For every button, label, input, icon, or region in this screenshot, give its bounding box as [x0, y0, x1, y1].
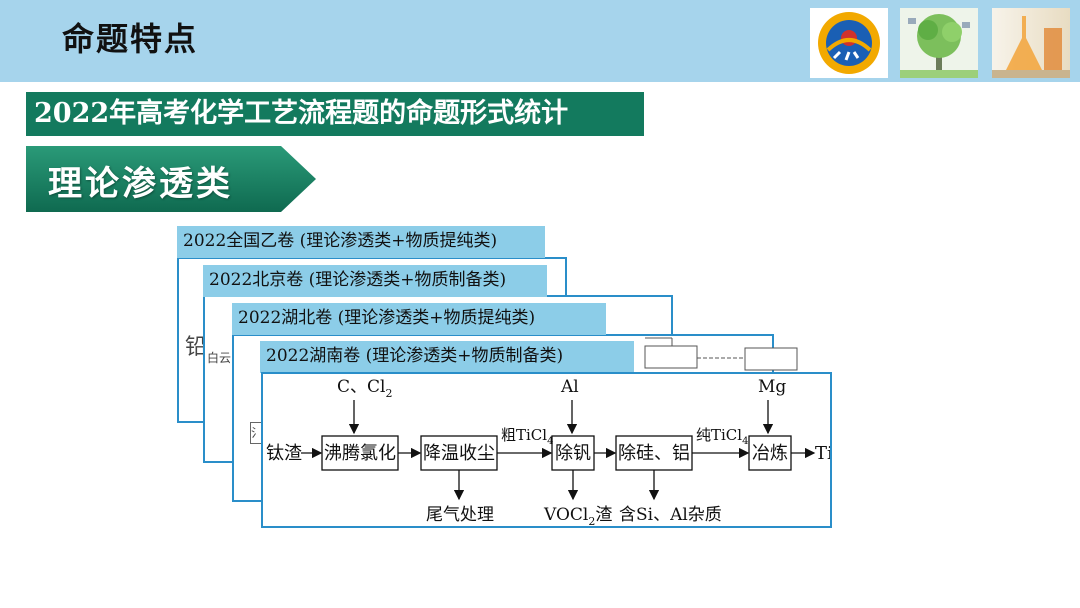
input-al: Al [560, 377, 579, 397]
lab-flask-icon [992, 8, 1070, 78]
page-title: 命题特点 [62, 20, 199, 58]
process-label: 冶炼 [752, 443, 788, 464]
school-emblem-icon [810, 8, 888, 78]
exam-card-hunan[interactable]: C、Cl2 Al Mg 钛渣 沸腾氯化 降温收尘 除钒 除硅、铝 冶炼 粗TiC… [261, 372, 833, 528]
card-peek-text: 铅 [185, 335, 208, 360]
process-box-smelting [748, 435, 792, 471]
process-box-cooling [420, 435, 498, 471]
back-flow-fragment [644, 337, 798, 371]
card-peek-text: 白云 [207, 351, 232, 365]
section-subtitle: 2022年高考化学工艺流程题的命题形式统计 [26, 92, 644, 136]
output-tail-gas: 尾气处理 [426, 505, 494, 525]
process-flowchart: C、Cl2 Al Mg 钛渣 沸腾氯化 降温收尘 除钒 除硅、铝 冶炼 粗TiC… [266, 377, 833, 528]
process-box-chlorination [321, 435, 399, 471]
card-tab-quanguo-yi[interactable]: 2022全国乙卷 (理论渗透类+物质提纯类) [177, 226, 545, 258]
edge-label-pure: 纯TiCl4 [696, 426, 748, 447]
tree-network-icon [900, 8, 978, 78]
input-c-cl2: C、Cl2 [337, 377, 392, 400]
process-label: 沸腾氯化 [324, 443, 396, 464]
process-label: 除硅、铝 [618, 443, 690, 464]
card-tab-beijing[interactable]: 2022北京卷 (理论渗透类+物质制备类) [203, 265, 547, 297]
process-label: 除钒 [555, 443, 591, 464]
process-label: 降温收尘 [423, 443, 495, 464]
category-banner: 理论渗透类 [26, 146, 318, 212]
flow-start-label: 钛渣 [266, 443, 302, 464]
flow-end-label: Ti [815, 443, 830, 464]
category-label: 理论渗透类 [48, 164, 233, 204]
output-vocl2: VOCl2渣 [543, 505, 612, 526]
input-mg: Mg [758, 377, 786, 397]
card-tab-hunan[interactable]: 2022湖南卷 (理论渗透类+物质制备类) [260, 341, 634, 373]
edge-label-crude: 粗TiCl4 [501, 426, 553, 447]
arrow-banner-shape [26, 146, 316, 212]
output-si-al: 含Si、Al杂质 [619, 505, 722, 525]
card-tab-hubei[interactable]: 2022湖北卷 (理论渗透类+物质提纯类) [232, 303, 606, 335]
